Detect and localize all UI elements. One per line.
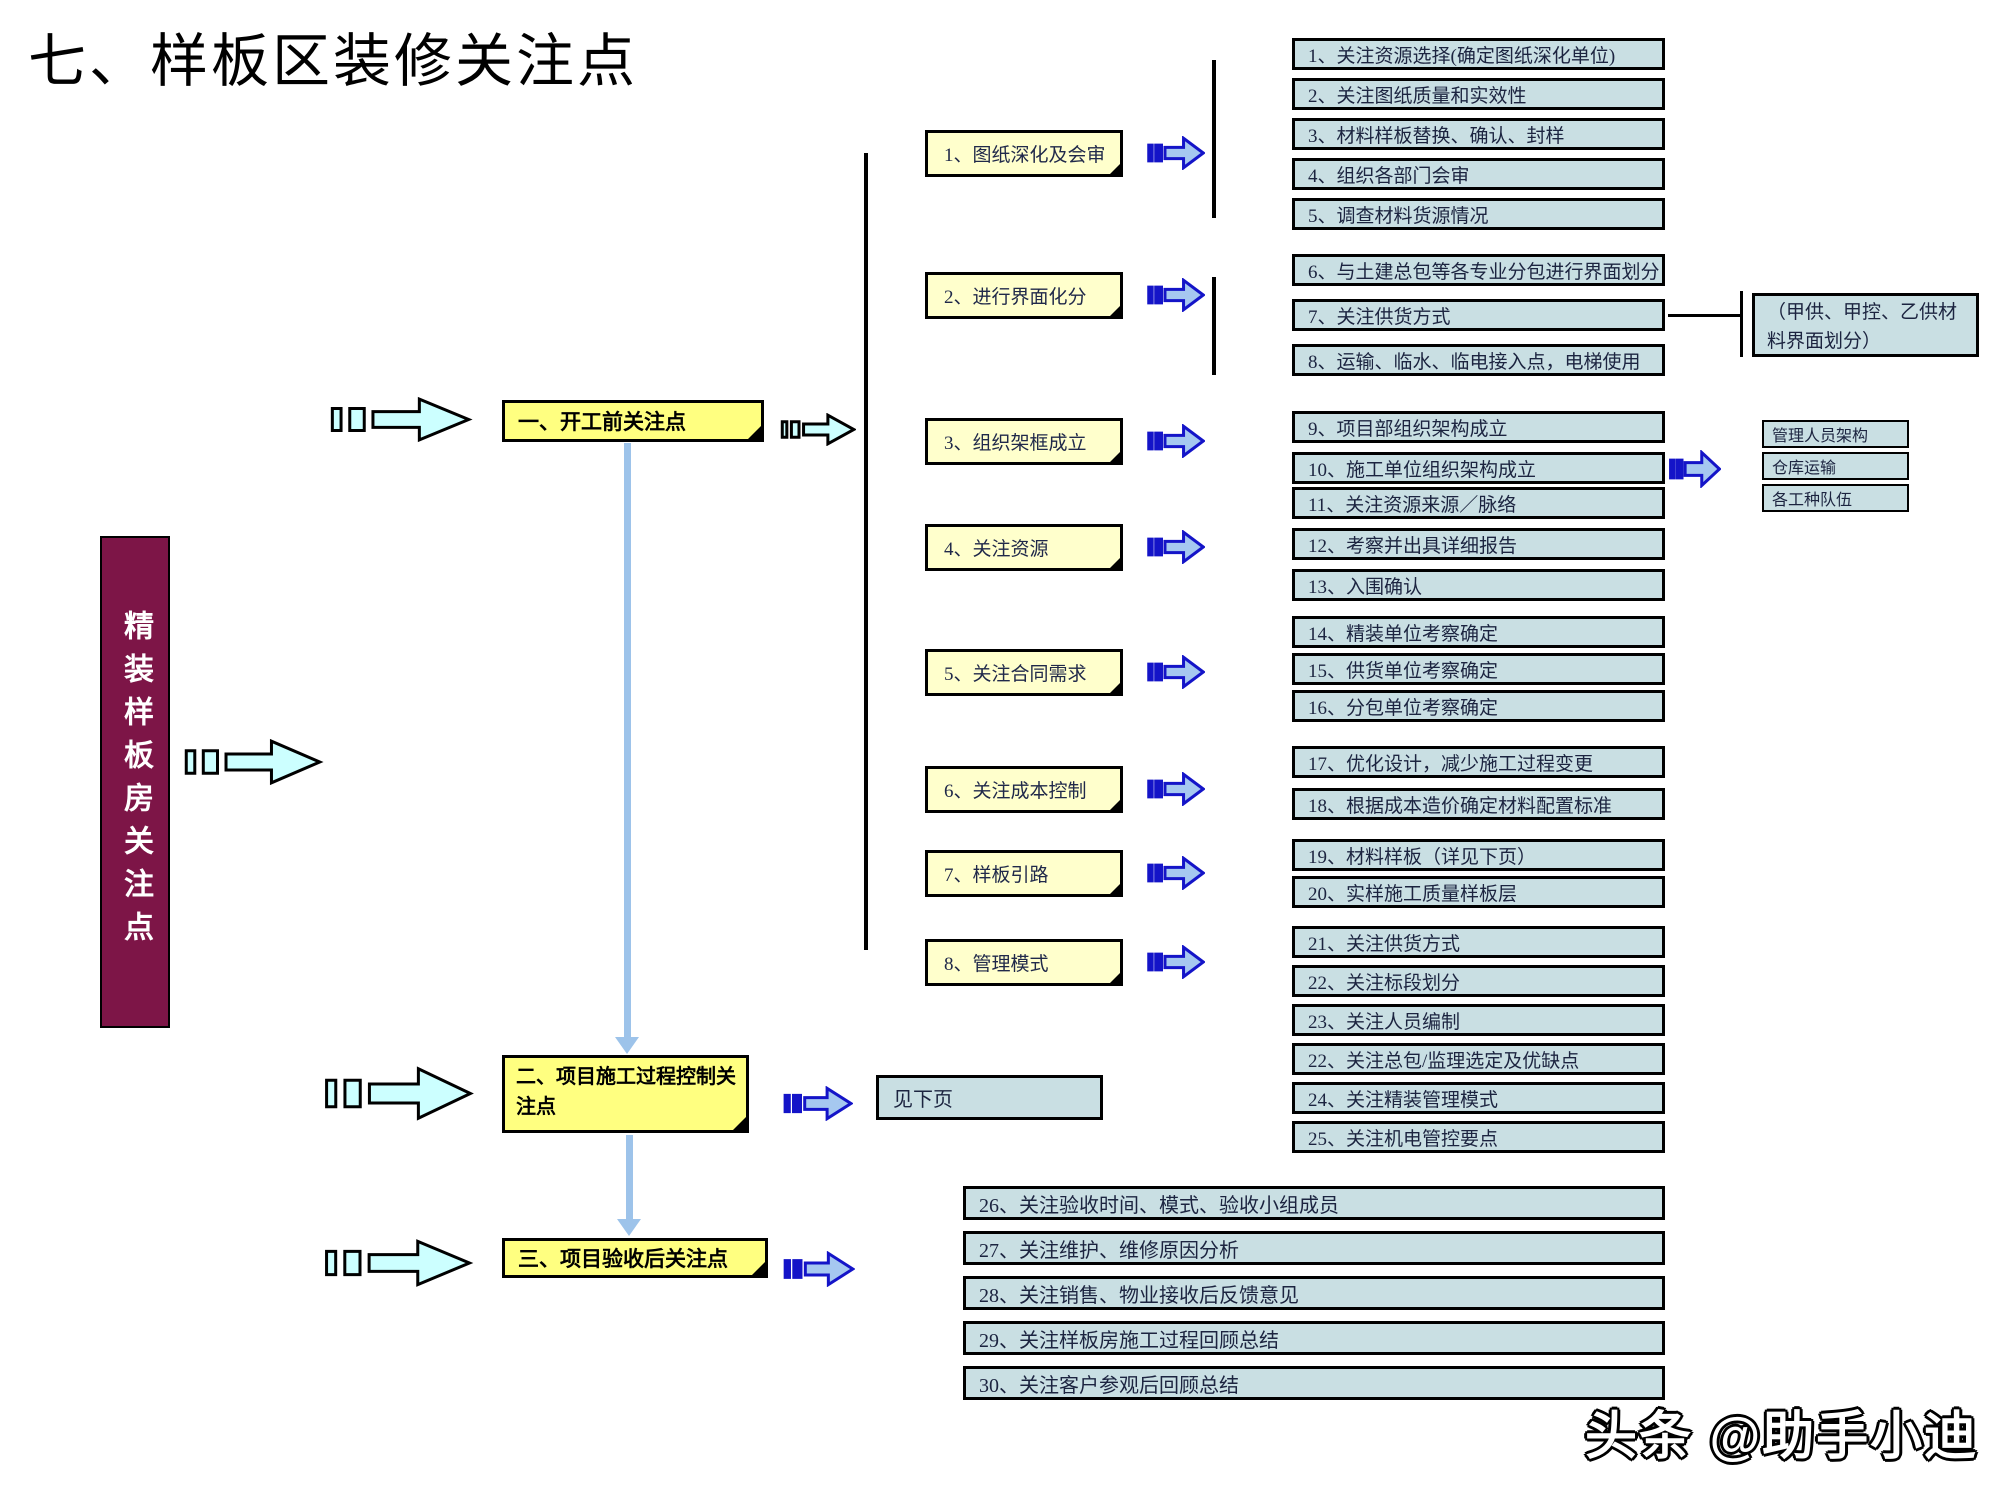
detail-item: 4、组织各部门会审 [1292, 158, 1665, 190]
detail-group-8: 21、关注供货方式 22、关注标段划分 23、关注人员编制 22、关注总包/监理选定及… [1292, 926, 1665, 1153]
detail-item: 11、关注资源来源／脉络 [1292, 487, 1665, 519]
striped-arrow-icon [182, 738, 324, 786]
detail-group-acceptance: 26、关注验收时间、模式、验收小组成员 27、关注维护、维修原因分析 28、关注销售… [963, 1186, 1665, 1400]
see-next-page-box: 见下页 [876, 1075, 1103, 1120]
stage-label: 二、项目施工过程控制关注点 [516, 1066, 736, 1118]
striped-arrow-icon [1147, 772, 1205, 806]
detail-item: 3、材料样板替换、确认、封样 [1292, 118, 1665, 150]
detail-item: 17、优化设计，减少施工过程变更 [1292, 746, 1665, 778]
note-box-management-mode: 8、管理模式 [925, 939, 1123, 986]
detail-item: 25、关注机电管控要点 [1292, 1121, 1665, 1153]
detail-item: 16、分包单位考察确定 [1292, 690, 1665, 722]
detail-item: 26、关注验收时间、模式、验收小组成员 [963, 1186, 1665, 1220]
striped-arrow-icon [1669, 450, 1721, 488]
stage-box-before-start: 一、开工前关注点 [502, 400, 764, 442]
bracket-line-group2 [1212, 277, 1216, 375]
note-box-sample-guide: 7、样板引路 [925, 850, 1123, 897]
striped-arrow-icon [322, 1065, 475, 1122]
branch-line-vertical [864, 153, 868, 950]
striped-arrow-icon [1147, 856, 1205, 890]
page-title: 七、样板区装修关注点 [28, 29, 639, 94]
detail-item: 30、关注客户参观后回顾总结 [963, 1366, 1665, 1400]
detail-group-3: 9、项目部组织架构成立 10、施工单位组织架构成立 [1292, 411, 1665, 484]
detail-item: 23、关注人员编制 [1292, 1004, 1665, 1036]
connector-stage2-stage3 [626, 1135, 633, 1221]
note-box-org-structure: 3、组织架框成立 [925, 418, 1123, 465]
striped-arrow-icon [1147, 278, 1205, 312]
striped-arrow-icon [780, 413, 856, 446]
detail-group-1: 1、关注资源选择(确定图纸深化单位) 2、关注图纸质量和实效性 3、材料样板替换、确… [1292, 38, 1665, 230]
arrow-down-icon [617, 1219, 641, 1236]
detail-item: 8、运输、临水、临电接入点，电梯使用 [1292, 344, 1665, 376]
detail-item: 18、根据成本造价确定材料配置标准 [1292, 788, 1665, 820]
note-box-drawing-review: 1、图纸深化及会审 [925, 130, 1123, 177]
bracket-line-group1 [1212, 60, 1216, 218]
detail-item: 6、与土建总包等各专业分包进行界面划分 [1292, 254, 1665, 286]
detail-item: 12、考察并出具详细报告 [1292, 528, 1665, 560]
supply-mode-note: （甲供、甲控、乙供材料界面划分） [1752, 293, 1979, 357]
striped-arrow-icon [1147, 945, 1205, 979]
detail-item: 10、施工单位组织架构成立 [1292, 452, 1665, 484]
detail-item: 5、调查材料货源情况 [1292, 198, 1665, 230]
detail-item: 9、项目部组织架构成立 [1292, 411, 1665, 443]
detail-item: 13、入围确认 [1292, 569, 1665, 601]
detail-group-5: 14、精装单位考察确定 15、供货单位考察确定 16、分包单位考察确定 [1292, 616, 1665, 722]
detail-item: 24、关注精装管理模式 [1292, 1082, 1665, 1114]
detail-item: 22、关注总包/监理选定及优缺点 [1292, 1043, 1665, 1075]
connector-supply-note [1668, 314, 1742, 317]
connector-stage1-stage2 [624, 443, 631, 1037]
stage-box-construction-control: 二、项目施工过程控制关注点 [502, 1055, 749, 1133]
detail-item: 1、关注资源选择(确定图纸深化单位) [1292, 38, 1665, 70]
org-structure-item: 仓库运输 [1762, 452, 1909, 480]
detail-item: 27、关注维护、维修原因分析 [963, 1231, 1665, 1265]
detail-group-4: 11、关注资源来源／脉络 12、考察并出具详细报告 13、入围确认 [1292, 487, 1665, 601]
org-structure-group: 管理人员架构仓库运输各工种队伍 [1762, 420, 1909, 512]
banner-box: 精装样板房关注点 [100, 536, 170, 1028]
note-box-cost-control: 6、关注成本控制 [925, 766, 1123, 813]
detail-item: 22、关注标段划分 [1292, 965, 1665, 997]
detail-item: 7、关注供货方式 [1292, 299, 1665, 331]
detail-group-2: 6、与土建总包等各专业分包进行界面划分 7、关注供货方式 8、运输、临水、临电接入点… [1292, 254, 1665, 376]
detail-item: 28、关注销售、物业接收后反馈意见 [963, 1276, 1665, 1310]
detail-item: 15、供货单位考察确定 [1292, 653, 1665, 685]
detail-group-7: 19、材料样板（详见下页） 20、实样施工质量样板层 [1292, 839, 1665, 908]
detail-item: 20、实样施工质量样板层 [1292, 876, 1665, 908]
org-structure-item: 管理人员架构 [1762, 420, 1909, 448]
detail-item: 19、材料样板（详见下页） [1292, 839, 1665, 871]
watermark: 头条 @助手小迪 [1585, 1408, 1979, 1466]
stage-box-after-acceptance: 三、项目验收后关注点 [502, 1238, 768, 1278]
connector-supply-note-cap [1740, 291, 1743, 357]
detail-item: 29、关注样板房施工过程回顾总结 [963, 1321, 1665, 1355]
stage-label: 三、项目验收后关注点 [518, 1248, 728, 1271]
striped-arrow-icon [783, 1086, 853, 1121]
striped-arrow-icon [328, 396, 473, 443]
striped-arrow-icon [1147, 655, 1205, 689]
note-box-resources: 4、关注资源 [925, 524, 1123, 571]
note-box-interface-division: 2、进行界面化分 [925, 272, 1123, 319]
banner-label: 精装样板房关注点 [119, 610, 152, 954]
striped-arrow-icon [322, 1238, 474, 1288]
detail-item: 14、精装单位考察确定 [1292, 616, 1665, 648]
note-box-contract-needs: 5、关注合同需求 [925, 649, 1123, 696]
detail-item: 2、关注图纸质量和实效性 [1292, 78, 1665, 110]
org-structure-item: 各工种队伍 [1762, 484, 1909, 512]
striped-arrow-icon [1147, 530, 1205, 564]
striped-arrow-icon [1147, 136, 1205, 170]
striped-arrow-icon [783, 1251, 855, 1287]
detail-group-6: 17、优化设计，减少施工过程变更 18、根据成本造价确定材料配置标准 [1292, 746, 1665, 820]
stage-label: 一、开工前关注点 [518, 411, 686, 434]
detail-item: 21、关注供货方式 [1292, 926, 1665, 958]
arrow-down-icon [615, 1037, 639, 1054]
striped-arrow-icon [1147, 424, 1205, 458]
